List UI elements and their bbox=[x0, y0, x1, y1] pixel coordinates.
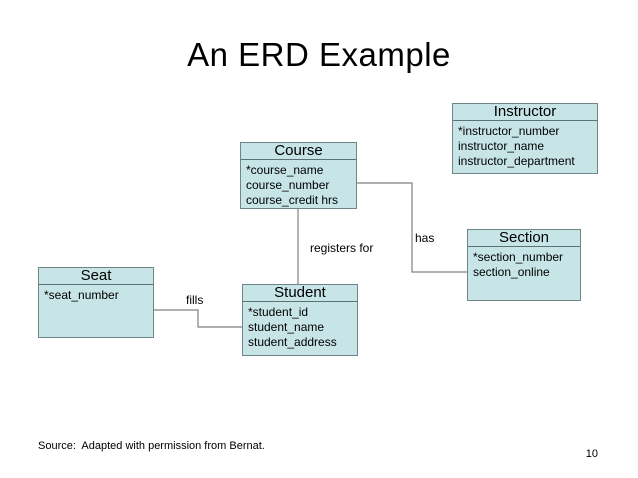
page-number: 10 bbox=[585, 448, 598, 460]
entity-student-attributes: *student_id student_name student_address bbox=[243, 302, 357, 350]
entity-instructor-title: Instructor bbox=[453, 104, 597, 121]
entity-attribute: student_address bbox=[248, 335, 337, 349]
entity-seat-attributes: *seat_number bbox=[39, 285, 153, 303]
entity-course: Course *course_name course_number course… bbox=[240, 142, 357, 209]
entity-instructor-attributes: *instructor_number instructor_name instr… bbox=[453, 121, 597, 169]
entity-attribute: instructor_name bbox=[458, 139, 545, 153]
relationship-label-fills: fills bbox=[186, 293, 204, 307]
entity-course-title: Course bbox=[241, 143, 356, 160]
entity-attribute: course_credit hrs bbox=[246, 193, 339, 207]
connector-course-section bbox=[355, 182, 468, 273]
entity-student-title: Student bbox=[243, 285, 357, 302]
entity-section: Section *section_number section_online bbox=[467, 229, 581, 301]
entity-attribute: section_online bbox=[473, 265, 550, 279]
entity-seat-title: Seat bbox=[39, 268, 153, 285]
entity-attribute: *section_number bbox=[473, 250, 564, 264]
source-note: Source: Adapted with permission from Ber… bbox=[38, 440, 265, 452]
entity-section-title: Section bbox=[468, 230, 580, 247]
connector-seat-student bbox=[152, 309, 243, 328]
entity-attribute: *course_name bbox=[246, 163, 324, 177]
relationship-label-has: has bbox=[415, 231, 435, 245]
entity-attribute: *student_id bbox=[248, 305, 309, 319]
relationship-label-registers-for: registers for bbox=[310, 241, 374, 255]
entity-attribute: instructor_department bbox=[458, 154, 575, 168]
slide-title: An ERD Example bbox=[187, 36, 451, 73]
entity-student: Student *student_id student_name student… bbox=[242, 284, 358, 356]
entity-attribute: course_number bbox=[246, 178, 330, 192]
entity-attribute: *seat_number bbox=[44, 288, 119, 302]
entity-course-attributes: *course_name course_number course_credit… bbox=[241, 160, 356, 208]
entity-attribute: *instructor_number bbox=[458, 124, 560, 138]
entity-section-attributes: *section_number section_online bbox=[468, 247, 580, 280]
entity-attribute: student_name bbox=[248, 320, 325, 334]
entity-instructor: Instructor *instructor_number instructor… bbox=[452, 103, 598, 174]
entity-seat: Seat *seat_number bbox=[38, 267, 154, 338]
